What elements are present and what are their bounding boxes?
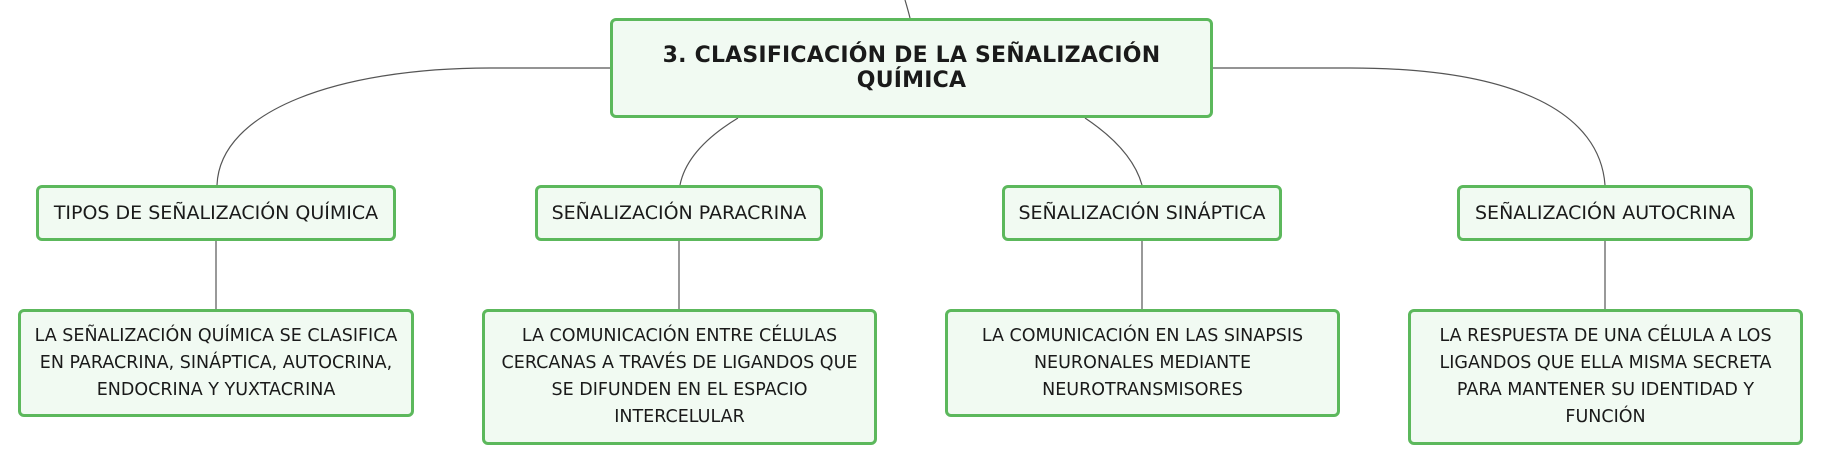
topic-node-paracrina[interactable]: SEÑALIZACIÓN PARACRINA	[535, 185, 823, 241]
topic-node-label: TIPOS DE SEÑALIZACIÓN QUÍMICA	[53, 202, 379, 224]
description-node-text: LA SEÑALIZACIÓN QUÍMICA SE CLASIFICA EN …	[34, 325, 398, 400]
connector-root-to-sinaptica	[1084, 117, 1143, 186]
topic-node-label: SEÑALIZACIÓN AUTOCRINA	[1475, 202, 1735, 224]
description-node-paracrina[interactable]: LA COMUNICACIÓN ENTRE CÉLULAS CERCANAS A…	[482, 309, 877, 445]
description-node-sinaptica[interactable]: LA COMUNICACIÓN EN LAS SINAPSIS NEURONAL…	[945, 309, 1340, 417]
root-node[interactable]: 3. CLASIFICACIÓN DE LA SEÑALIZACIÓN QUÍM…	[610, 18, 1213, 118]
connector-root-to-paracrina	[679, 117, 739, 186]
topic-node-tipos[interactable]: TIPOS DE SEÑALIZACIÓN QUÍMICA	[36, 185, 396, 241]
topic-node-label: SEÑALIZACIÓN SINÁPTICA	[1018, 202, 1266, 224]
root-node-label: 3. CLASIFICACIÓN DE LA SEÑALIZACIÓN QUÍM…	[662, 43, 1161, 93]
description-node-autocrina[interactable]: LA RESPUESTA DE UNA CÉLULA A LOS LIGANDO…	[1408, 309, 1803, 445]
connector-root-to-tipos	[216, 67, 610, 186]
description-node-text: LA RESPUESTA DE UNA CÉLULA A LOS LIGANDO…	[1439, 326, 1772, 427]
topic-node-autocrina[interactable]: SEÑALIZACIÓN AUTOCRINA	[1457, 185, 1753, 241]
description-node-text: LA COMUNICACIÓN EN LAS SINAPSIS NEURONAL…	[981, 325, 1304, 400]
description-node-tipos[interactable]: LA SEÑALIZACIÓN QUÍMICA SE CLASIFICA EN …	[18, 309, 414, 417]
topic-node-label: SEÑALIZACIÓN PARACRINA	[551, 202, 807, 224]
topic-node-sinaptica[interactable]: SEÑALIZACIÓN SINÁPTICA	[1002, 185, 1282, 241]
connector-parent-to-root	[904, 0, 911, 19]
description-node-text: LA COMUNICACIÓN ENTRE CÉLULAS CERCANAS A…	[501, 326, 858, 427]
connector-root-to-autocrina	[1213, 67, 1606, 186]
